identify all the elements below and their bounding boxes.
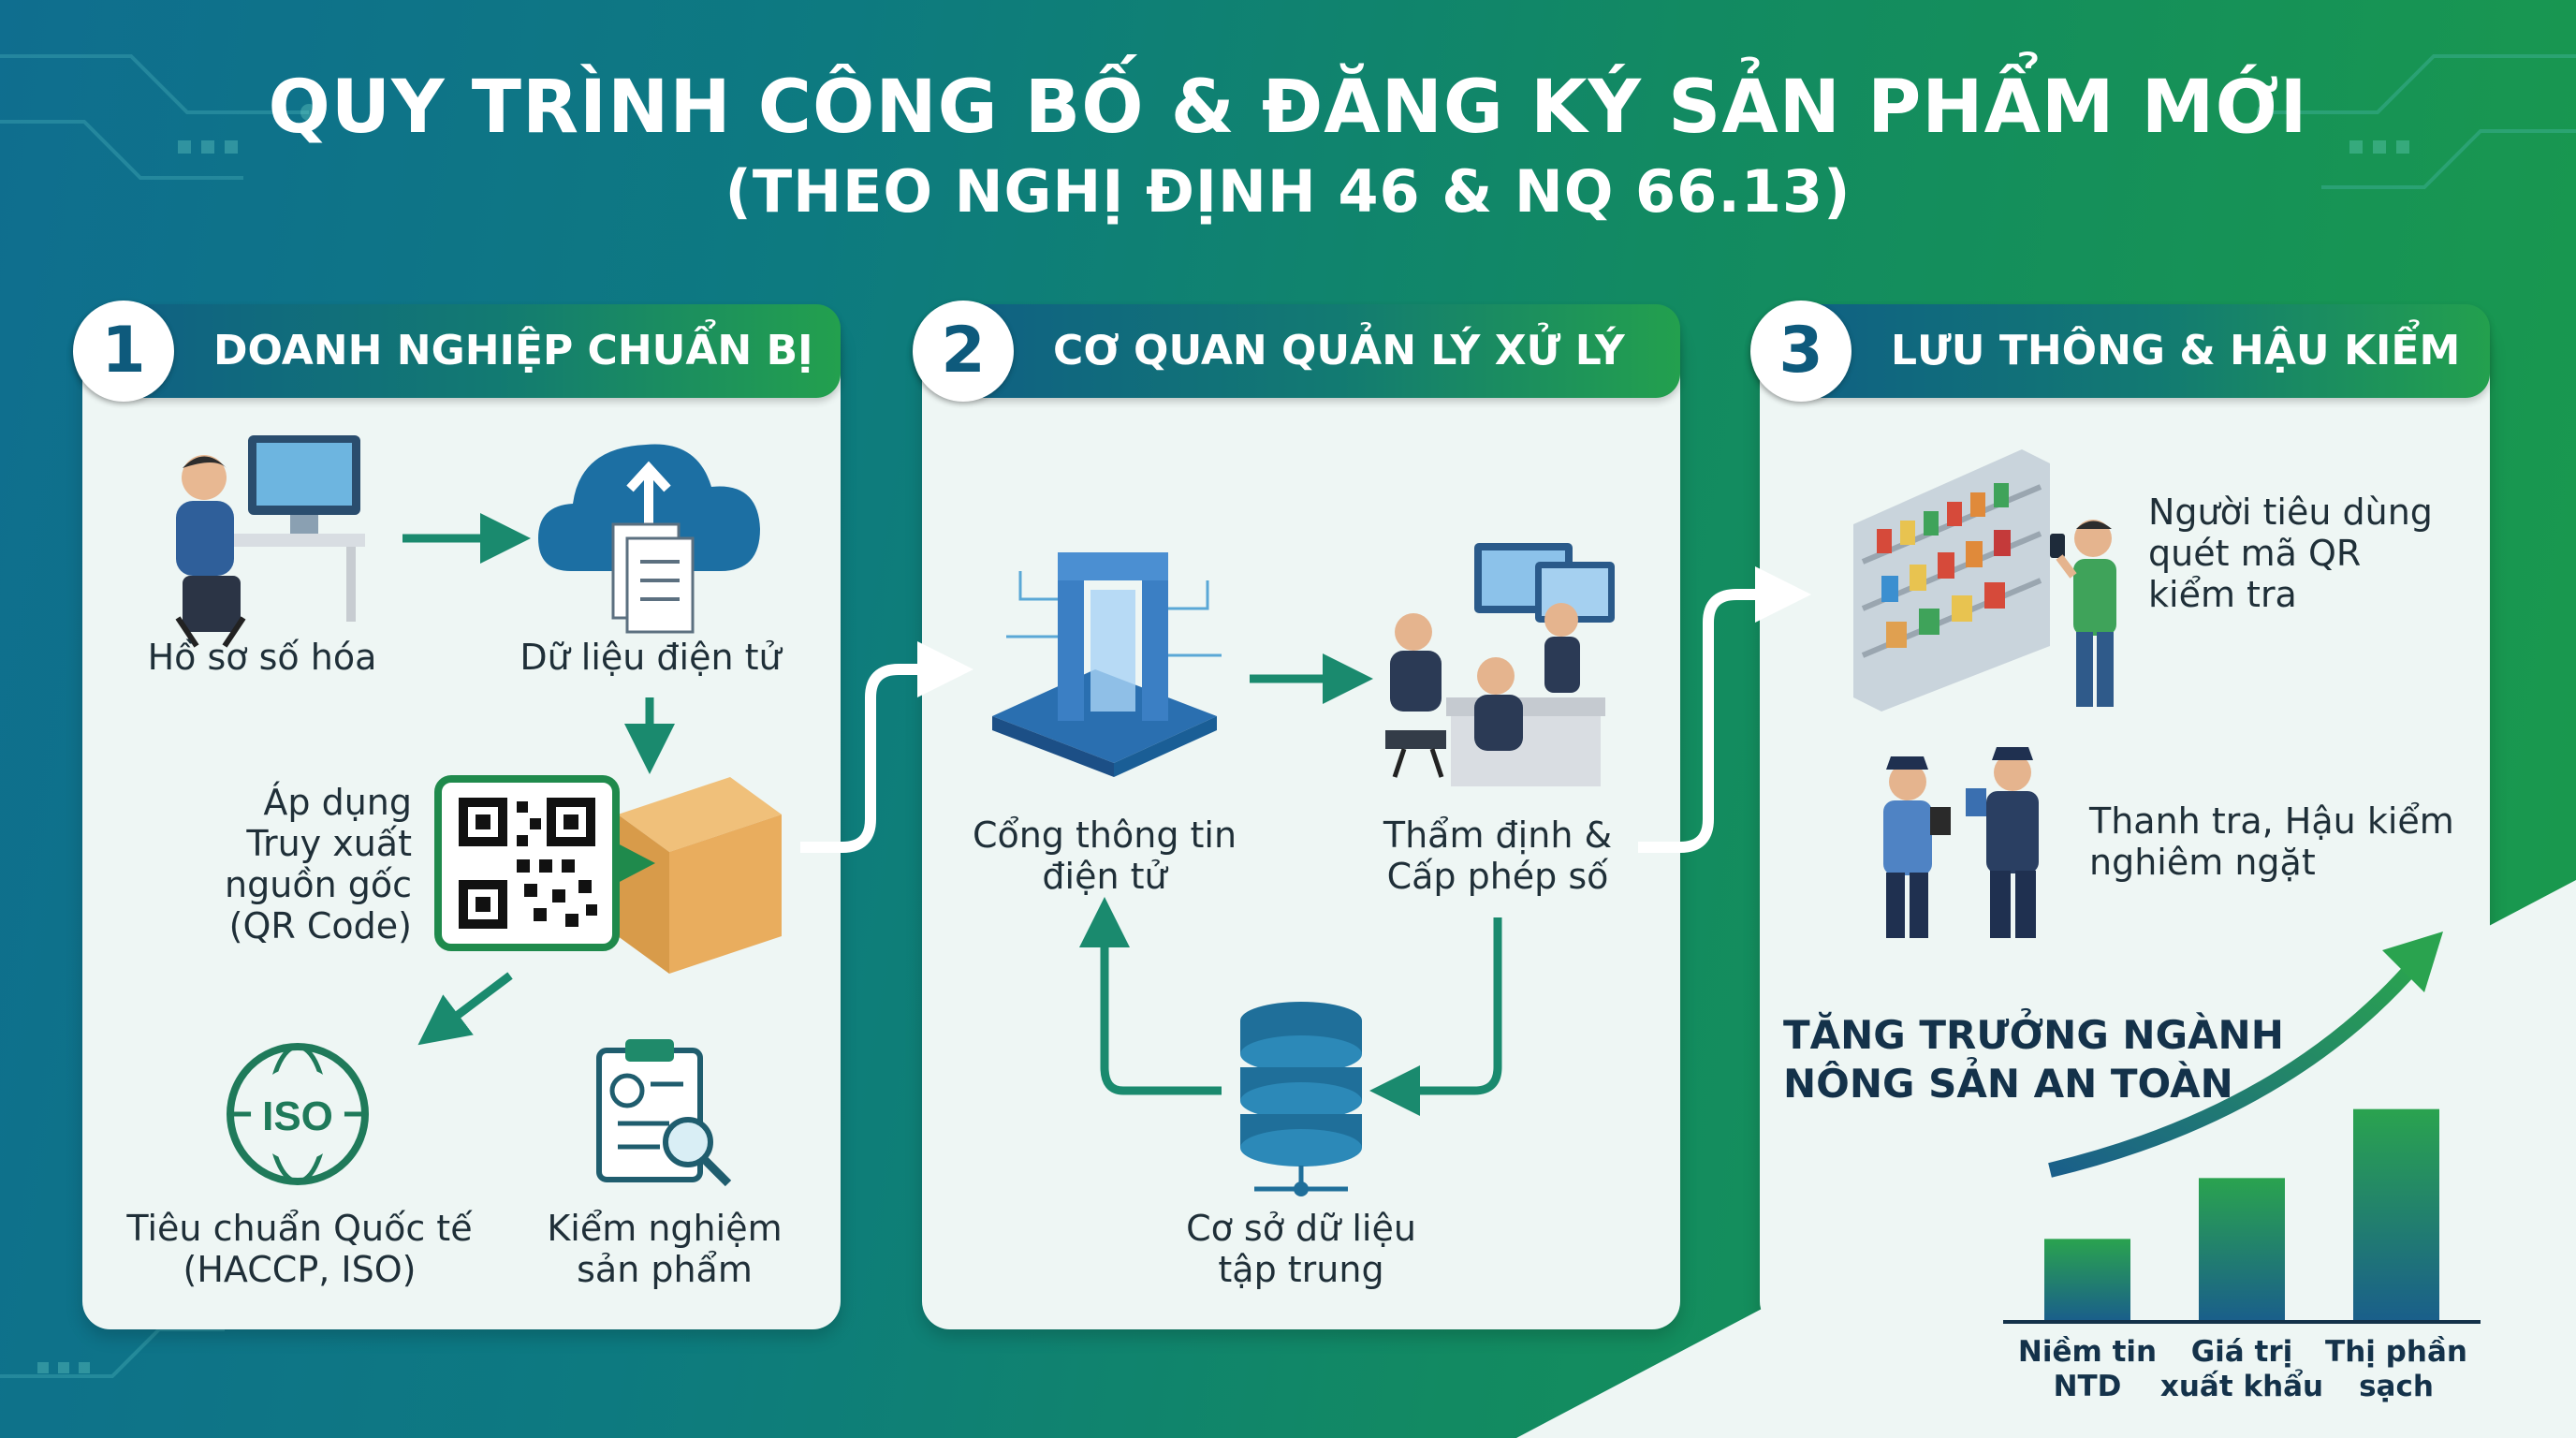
portal-gate-icon <box>992 552 1222 777</box>
chart-bar-1 <box>2199 1178 2285 1320</box>
label-digitized-dossier: Hồ sơ số hóa <box>147 637 377 678</box>
step-2-number: 2 <box>913 301 1014 402</box>
label-electronic-data: Dữ liệu điện tử <box>520 637 782 678</box>
step-1-heading: DOANH NGHIỆP CHUẨN BỊ <box>213 327 813 374</box>
trend-arrow-head <box>2382 932 2443 992</box>
growth-chart-bars <box>2044 1108 2439 1320</box>
step-3-header: 3 LƯU THÔNG & HẬU KIỂM <box>1750 301 2490 402</box>
qr-box-icon <box>434 775 782 974</box>
label-inspection: Thanh tra, Hậu kiểm nghiêm ngặt <box>2089 800 2454 883</box>
chart-tick-0: Niềm tin NTD <box>2017 1335 2158 1403</box>
computer-worker-icon <box>175 435 365 648</box>
chart-tick-1: Giá trị xuất khẩu <box>2159 1335 2324 1403</box>
iso-badge-text: ISO <box>262 1093 333 1139</box>
page-subtitle: (THEO NGHỊ ĐỊNH 46 & NQ 66.13) <box>724 157 1852 226</box>
trend-arrow-icon <box>2048 959 2422 1178</box>
officers-desk-icon <box>1385 543 1615 786</box>
cloud-upload-icon <box>538 444 760 634</box>
label-international-standards: Tiêu chuẩn Quốc tế (HACCP, ISO) <box>126 1208 473 1290</box>
growth-chart-title: TĂNG TRƯỞNG NGÀNH NÔNG SẢN AN TOÀN <box>1783 1012 2284 1107</box>
label-central-database: Cơ sở dữ liệu tập trung <box>1186 1208 1416 1290</box>
label-consumer-scan: Người tiêu dùng quét mã QR kiểm tra <box>2148 492 2433 615</box>
chart-bar-2 <box>2353 1108 2439 1320</box>
label-appraisal-licensing: Thẩm định & Cấp phép số <box>1383 814 1613 897</box>
shelf-consumer-icon <box>1853 449 2116 712</box>
step-3-number: 3 <box>1750 301 1852 402</box>
chart-tick-2: Thị phần sạch <box>2325 1335 2467 1403</box>
page-title: QUY TRÌNH CÔNG BỐ & ĐĂNG KÝ SẢN PHẨM MỚI <box>268 66 2308 150</box>
step-1-header: 1 DOANH NGHIỆP CHUẨN BỊ <box>73 301 841 402</box>
clipboard-magnifier-icon <box>596 1039 732 1187</box>
chart-bar-0 <box>2044 1239 2130 1320</box>
label-product-testing: Kiểm nghiệm sản phẩm <box>547 1208 783 1290</box>
database-icon <box>1240 1002 1362 1196</box>
step-1-number: 1 <box>73 301 174 402</box>
iso-globe-icon: ISO <box>227 1043 369 1185</box>
step-2-header: 2 CƠ QUAN QUẢN LÝ XỬ LÝ <box>913 301 1680 402</box>
label-traceability: Áp dụng Truy xuất nguồn gốc (QR Code) <box>225 782 412 946</box>
label-e-portal: Cổng thông tin điện tử <box>972 814 1237 897</box>
step-3-heading: LƯU THÔNG & HẬU KIỂM <box>1891 327 2461 374</box>
step-2-heading: CƠ QUAN QUẢN LÝ XỬ LÝ <box>1053 327 1625 374</box>
inspectors-icon <box>1883 747 2039 938</box>
